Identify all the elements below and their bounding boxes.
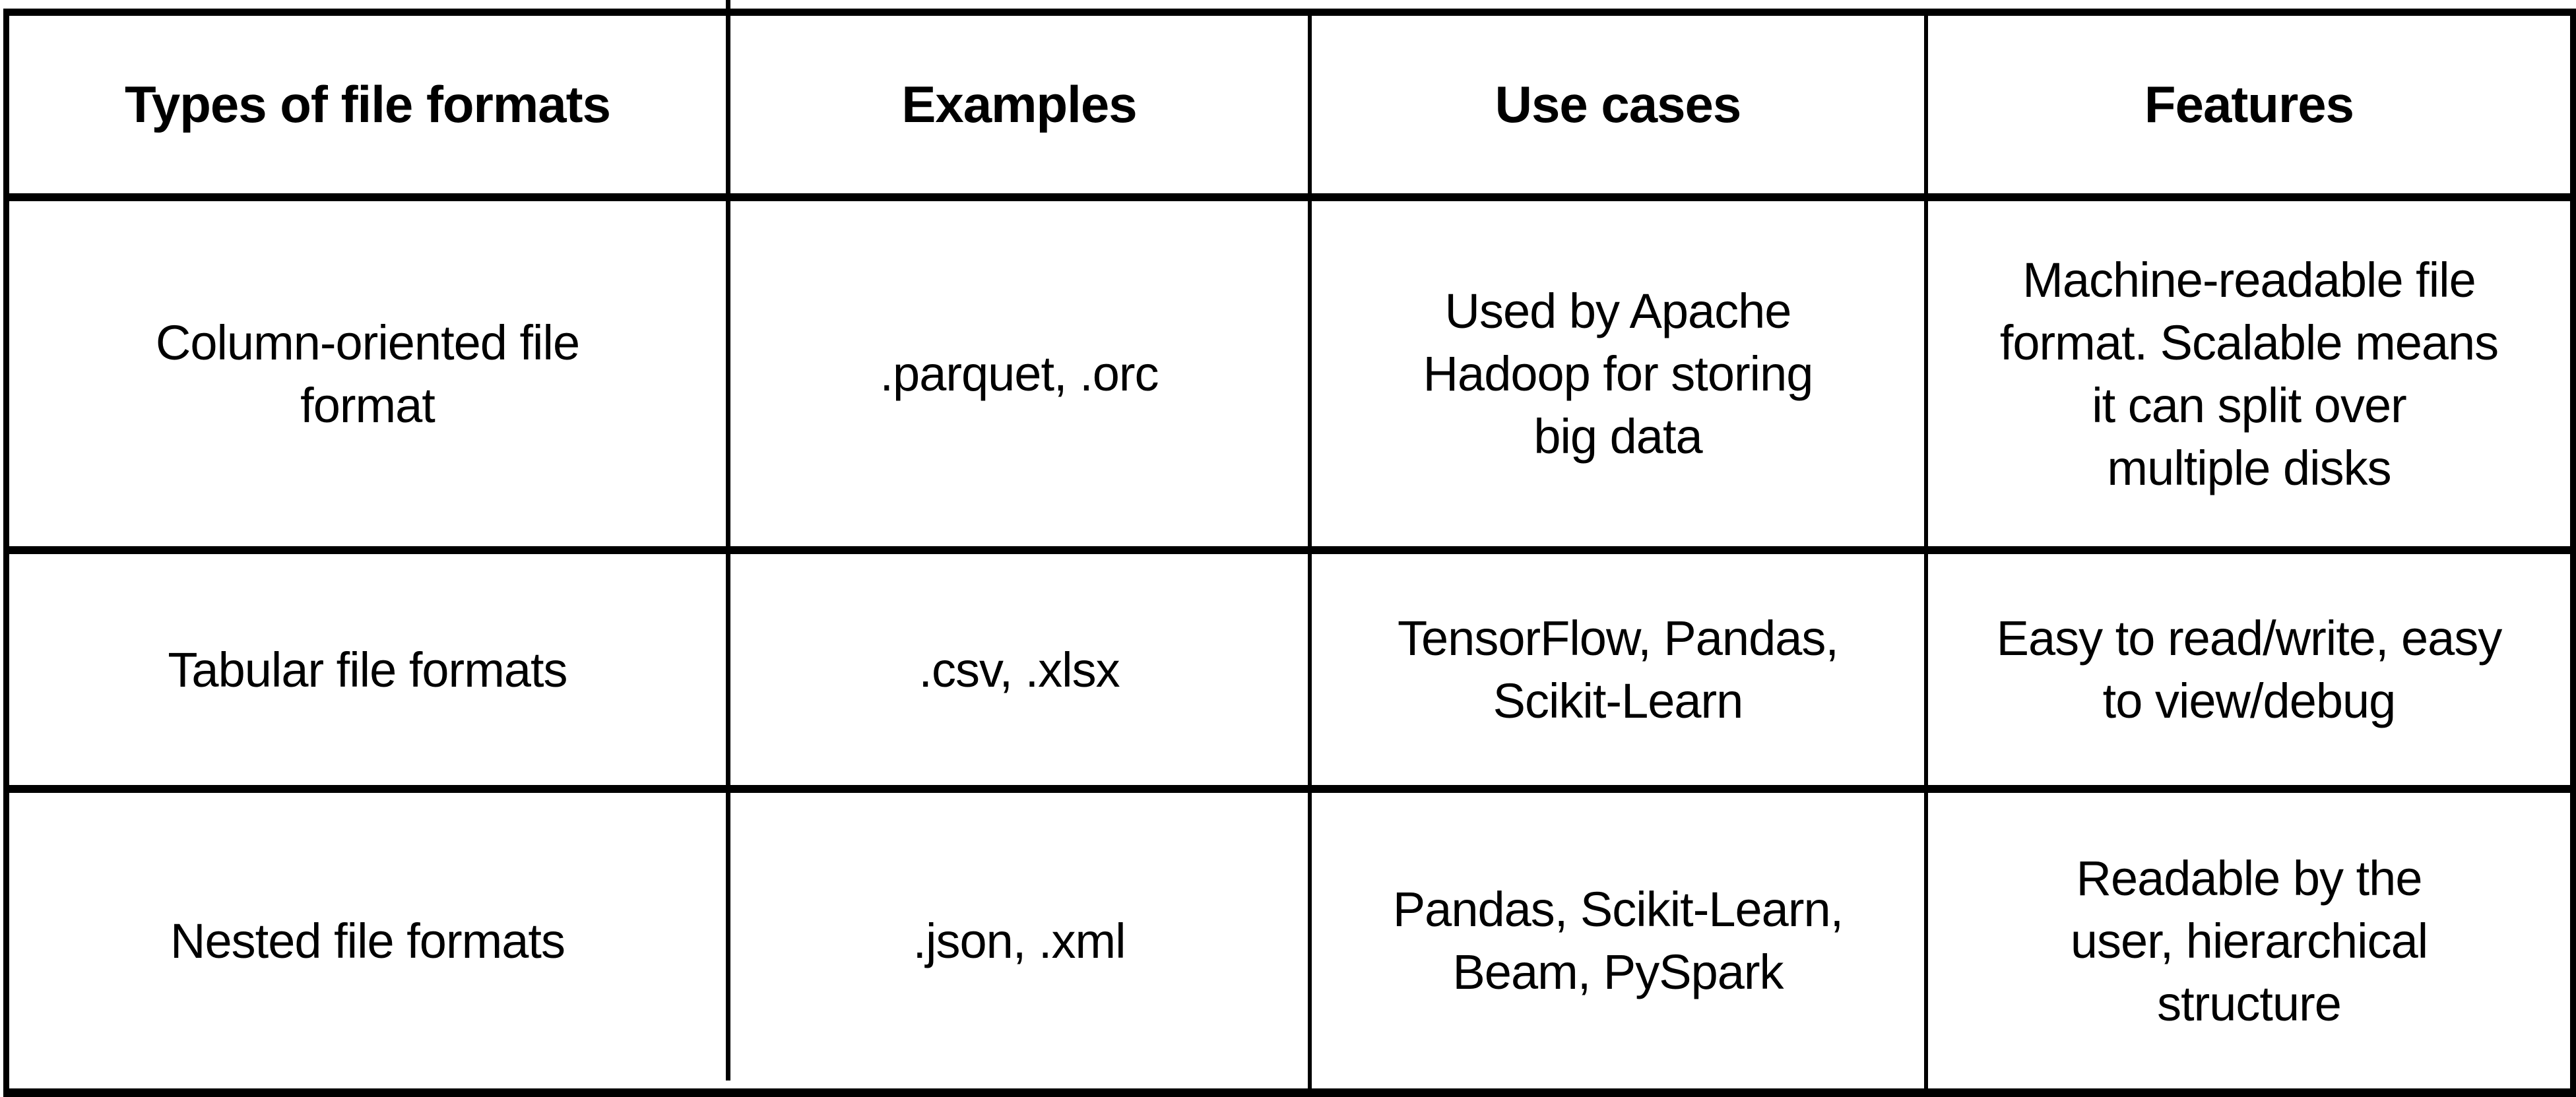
row-divider-header: [3, 193, 2576, 201]
cell-r2-type: Tabular file formats: [168, 642, 567, 697]
header-use-cases: Use cases: [1495, 75, 1742, 133]
table-top-border: [3, 9, 2576, 16]
column-divider-3: [1924, 9, 1928, 1088]
column-divider-1: [726, 0, 730, 1081]
cell-r2-use-cases: TensorFlow, Pandas, Scikit-Learn: [1398, 611, 1839, 728]
header-types-of-file-formats: Types of file formats: [124, 75, 611, 133]
header-features: Features: [2144, 75, 2354, 133]
header-examples: Examples: [901, 75, 1137, 133]
table-bottom-border: [3, 1088, 2576, 1097]
cell-r2-features: Easy to read/write, easy to view/debug: [1996, 611, 2503, 728]
cell-r3-type: Nested file formats: [170, 913, 565, 968]
cell-r3-use-cases: Pandas, Scikit-Learn, Beam, PySpark: [1392, 882, 1844, 999]
cell-r1-use-cases: Used by Apache Hadoop for storing big da…: [1423, 284, 1814, 464]
column-divider-2: [1308, 9, 1312, 1088]
cell-r1-features: Machine-readable file format. Scalable m…: [1999, 252, 2499, 495]
row-divider-1: [3, 546, 2576, 554]
cell-r2-examples: .csv, .xlsx: [918, 642, 1120, 697]
cell-r3-examples: .json, .xml: [913, 913, 1126, 968]
cell-r3-features: Readable by the user, hierarchical struc…: [2070, 850, 2428, 1031]
cell-r1-examples: .parquet, .orc: [880, 346, 1159, 401]
row-divider-2: [3, 785, 2576, 793]
cell-r1-type: Column-oriented file format: [155, 315, 580, 433]
